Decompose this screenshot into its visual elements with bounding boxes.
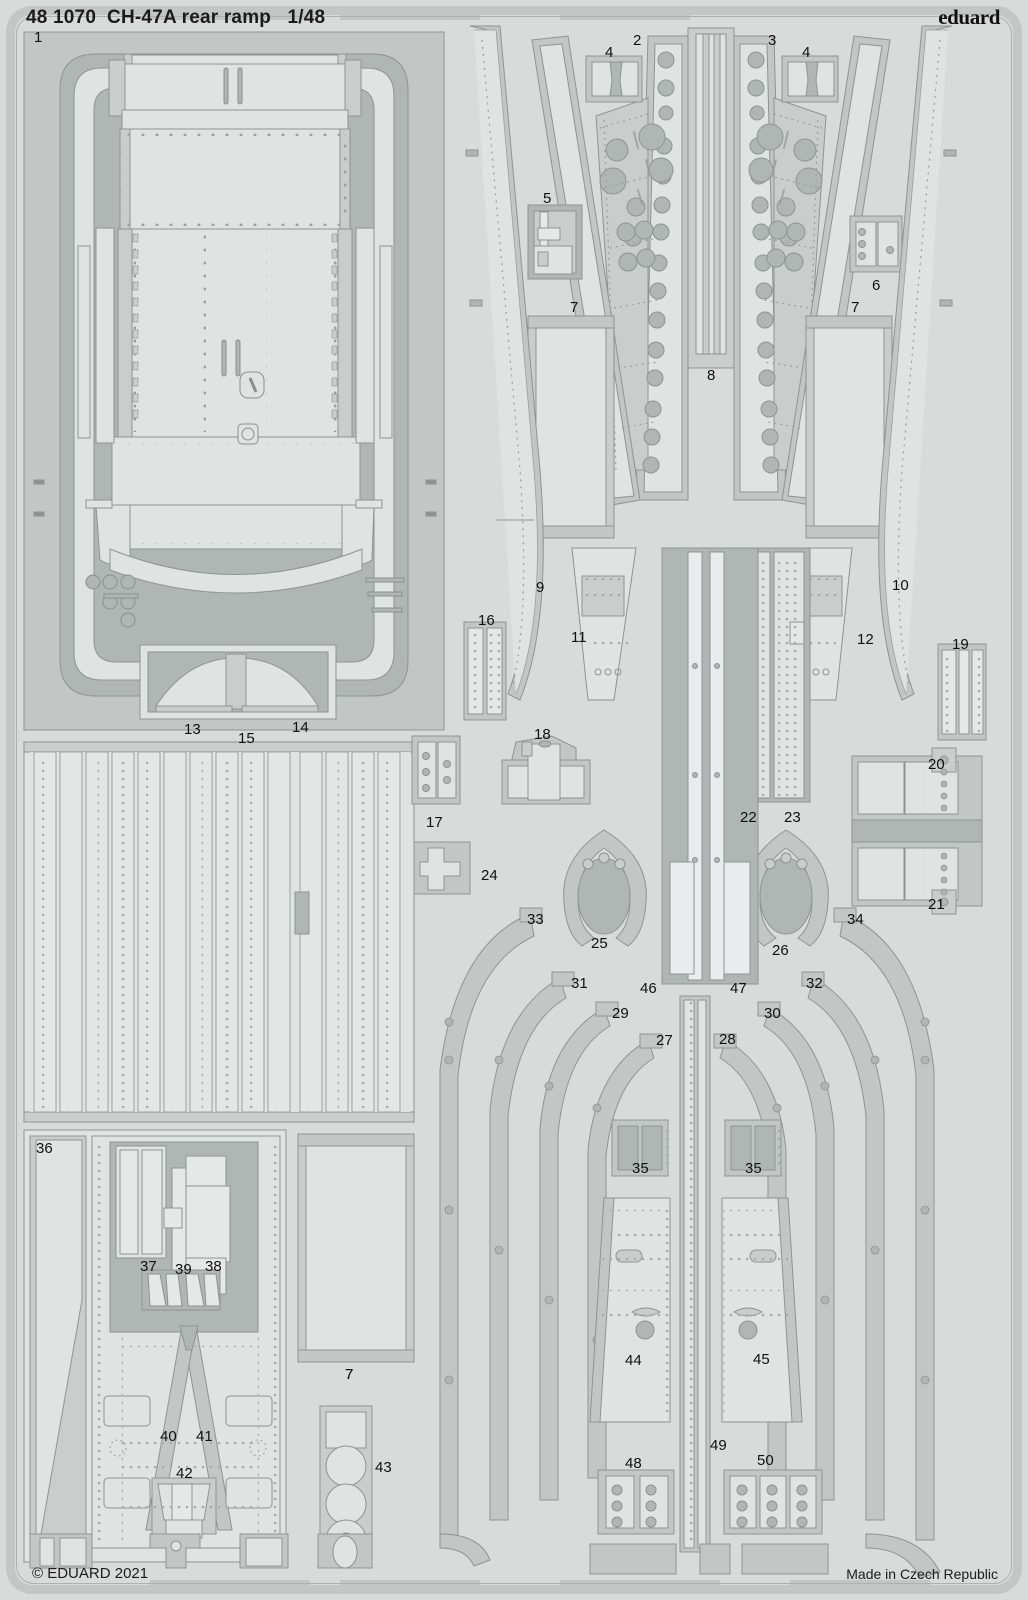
part-number-23: 23: [784, 809, 801, 826]
part-number-31: 31: [571, 975, 588, 992]
part-number-49: 49: [710, 1437, 727, 1454]
part-number-11: 11: [571, 629, 587, 646]
part-number-13: 13: [184, 721, 201, 738]
part-number-21: 21: [928, 896, 945, 913]
part-number-14: 14: [292, 719, 309, 736]
part-number-7: 7: [851, 299, 860, 316]
part-number-42: 42: [176, 1465, 193, 1482]
copyright-text: © EDUARD 2021: [32, 1565, 149, 1582]
part-number-33: 33: [527, 911, 544, 928]
part-number-40: 40: [160, 1428, 177, 1445]
part-number-50: 50: [757, 1452, 774, 1469]
part-number-1: 1: [34, 29, 43, 46]
part-number-48: 48: [625, 1455, 642, 1472]
part-number-17: 17: [426, 814, 443, 831]
part-number-19: 19: [952, 636, 969, 653]
sheet-title: 48 1070 CH-47A rear ramp 1/48: [26, 7, 326, 28]
part-number-47: 47: [730, 980, 747, 997]
part-number-36: 36: [36, 1140, 53, 1157]
part-number-12: 12: [857, 631, 874, 648]
part-number-7: 7: [345, 1366, 354, 1383]
part-number-37: 37: [140, 1258, 157, 1275]
part-number-34: 34: [847, 911, 864, 928]
part-number-46: 46: [640, 980, 657, 997]
made-in-text: Made in Czech Republic: [846, 1566, 998, 1582]
part-number-43: 43: [375, 1459, 392, 1476]
part-number-4: 4: [802, 44, 811, 61]
eduard-logo: eduard: [938, 5, 1000, 29]
part-number-35: 35: [632, 1160, 649, 1177]
part-number-35: 35: [745, 1160, 762, 1177]
part-number-8: 8: [707, 367, 716, 384]
part-number-41: 41: [196, 1428, 213, 1445]
part-number-7: 7: [345, 1366, 354, 1383]
part-number-4: 4: [605, 44, 614, 61]
part-number-5: 5: [543, 190, 552, 207]
part-number-20: 20: [928, 756, 945, 773]
part-number-32: 32: [806, 975, 823, 992]
fret-outer-border: [6, 6, 1022, 1594]
part-number-28: 28: [719, 1031, 736, 1048]
part-number-38: 38: [205, 1258, 222, 1275]
part-number-30: 30: [764, 1005, 781, 1022]
part-number-26: 26: [772, 942, 789, 959]
part-number-3: 3: [768, 32, 777, 49]
part-number-24: 24: [481, 867, 498, 884]
part-number-16: 16: [478, 612, 495, 629]
part-number-39: 39: [175, 1261, 192, 1278]
part-number-7: 7: [570, 299, 579, 316]
part-number-2: 2: [633, 32, 642, 49]
part-number-22: 22: [740, 809, 757, 826]
part-number-45: 45: [753, 1351, 770, 1368]
part-number-9: 9: [536, 579, 545, 596]
part-number-29: 29: [612, 1005, 629, 1022]
part-number-6: 6: [872, 277, 881, 294]
part-number-18: 18: [534, 726, 551, 743]
part-number-10: 10: [892, 577, 909, 594]
part-number-27: 27: [656, 1032, 673, 1049]
part-number-25: 25: [591, 935, 608, 952]
part-number-15: 15: [238, 730, 255, 747]
part-number-44: 44: [625, 1352, 642, 1369]
